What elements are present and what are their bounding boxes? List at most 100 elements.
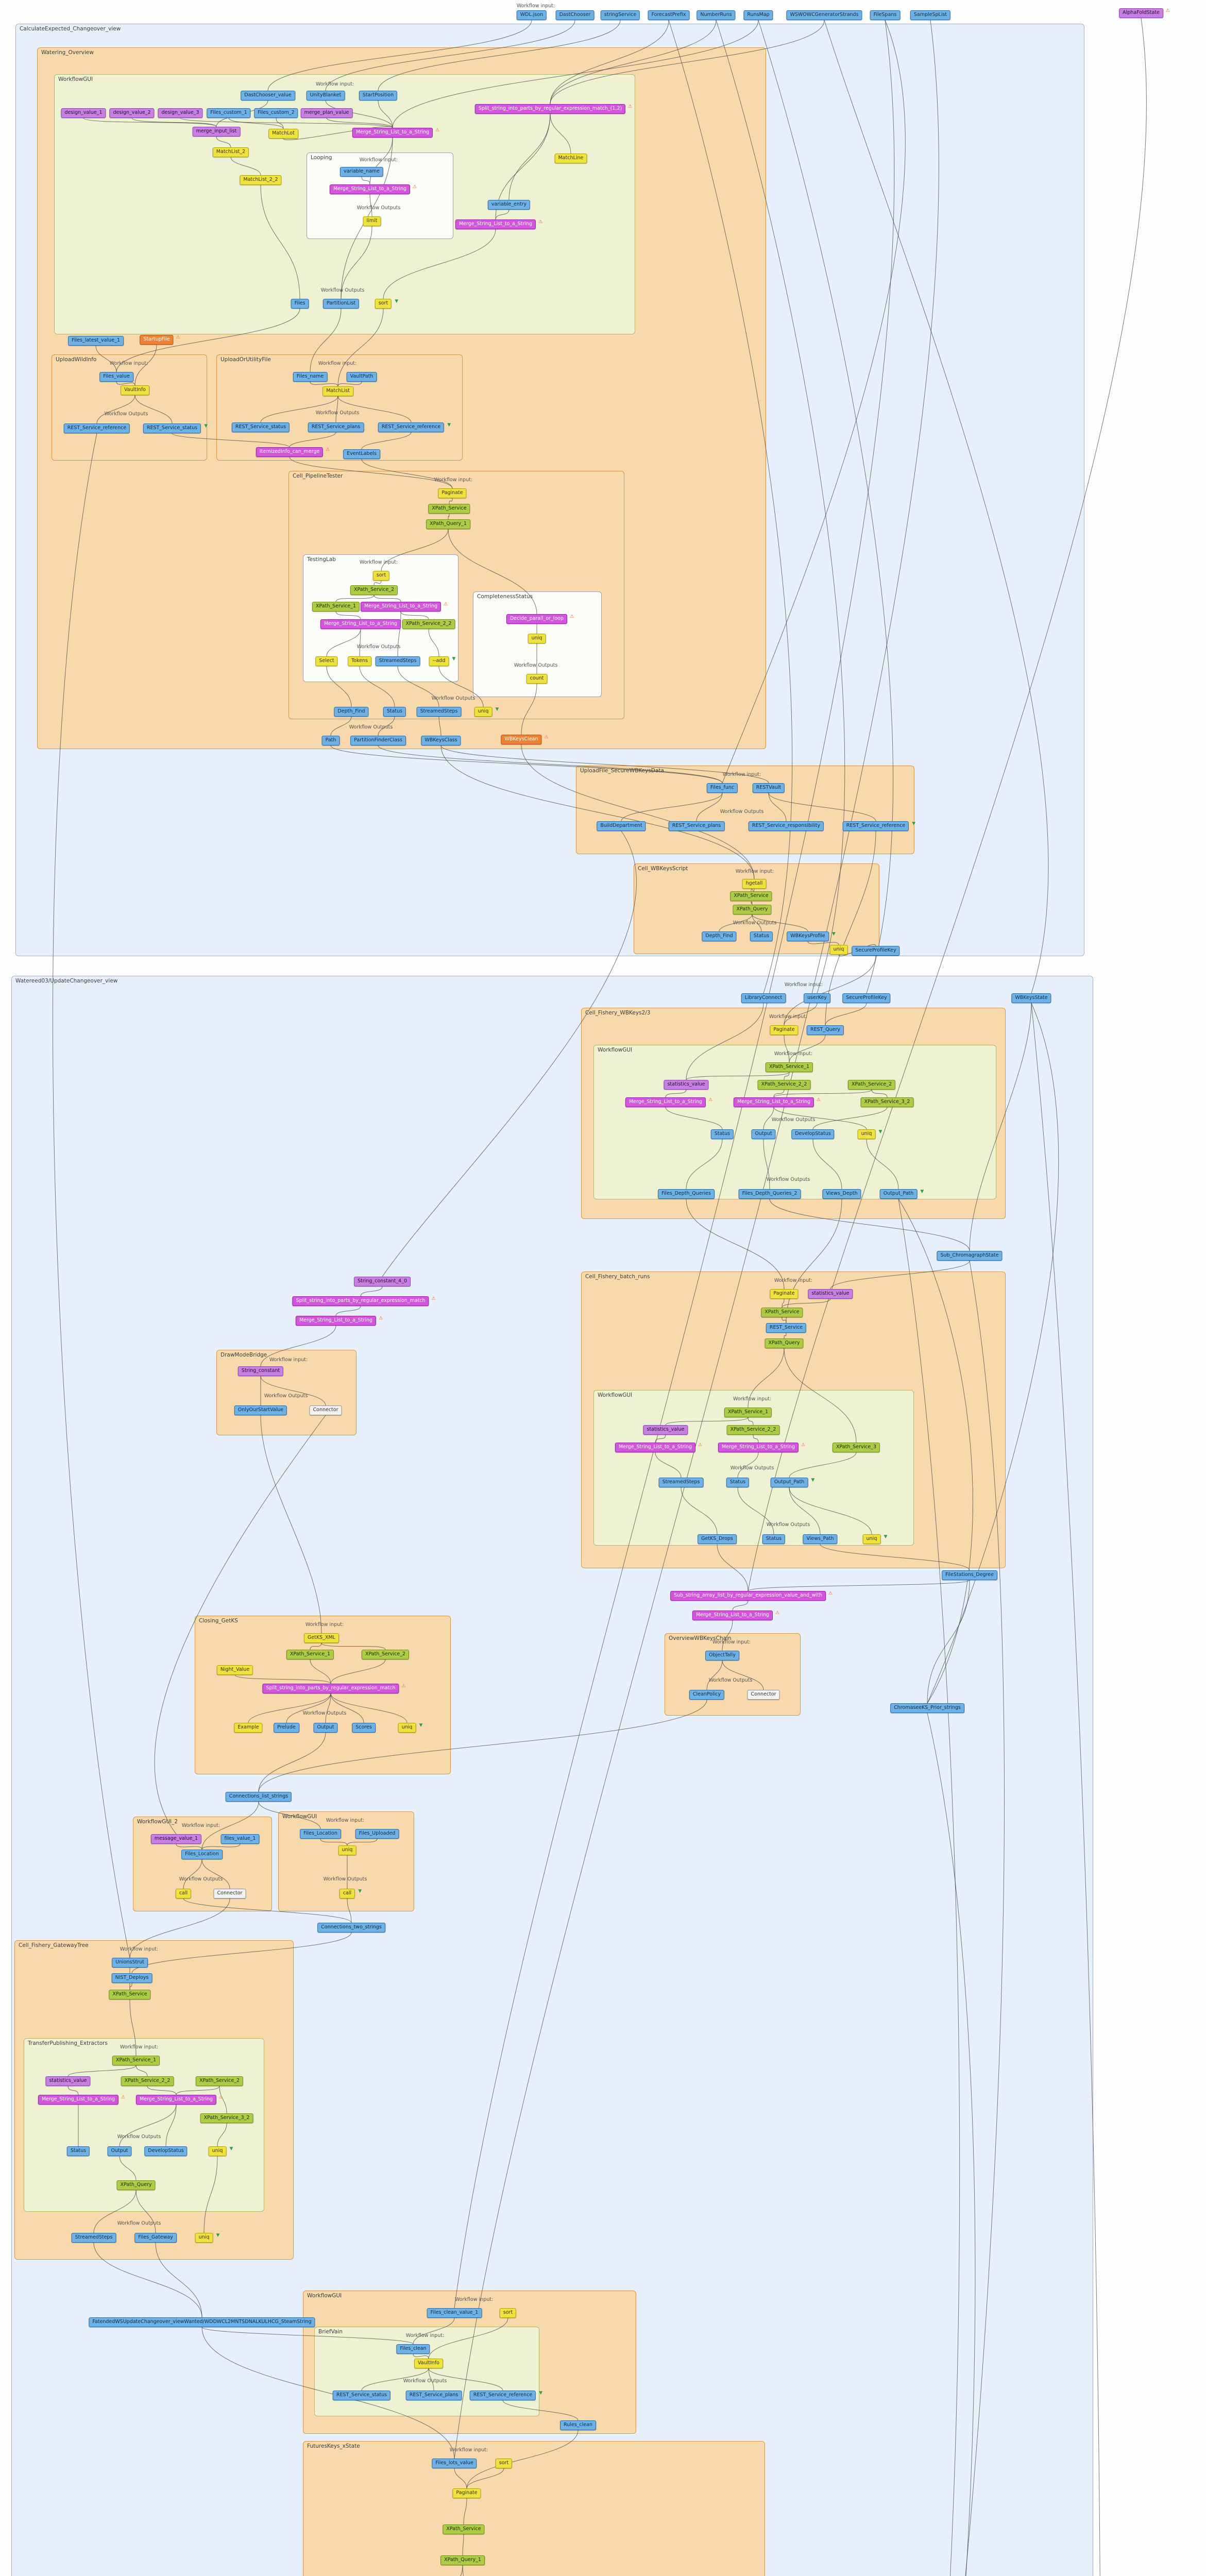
node-t10[interactable]: AlphaFoldState⚠ bbox=[1119, 8, 1170, 18]
node-b94[interactable]: Files_clean_value_1 bbox=[427, 2308, 482, 2318]
node-b77[interactable]: XPath_Service bbox=[109, 1990, 151, 1999]
node-b64[interactable]: Connections_list_strings bbox=[225, 1792, 292, 1802]
node-b59[interactable]: Example bbox=[234, 1723, 263, 1733]
node-b56[interactable]: XPath_Service_1 bbox=[286, 1650, 334, 1659]
node-b47[interactable]: Connector bbox=[309, 1405, 342, 1415]
node-b82[interactable]: Merge_String_List_to_a_String⚠ bbox=[38, 2095, 125, 2105]
node-a75[interactable]: uniq bbox=[829, 945, 848, 955]
node-a29[interactable]: REST_Service_reference bbox=[63, 423, 130, 433]
node-t5[interactable]: NumberRuns bbox=[697, 10, 736, 20]
node-a53[interactable]: uniq bbox=[528, 634, 546, 643]
node-b36[interactable]: Output_Path▼ bbox=[770, 1478, 814, 1487]
node-b22[interactable]: Sub_ChromagraphState bbox=[937, 1251, 1003, 1261]
node-a24[interactable]: sort▼ bbox=[375, 299, 398, 309]
node-b78[interactable]: XPath_Service_1 bbox=[112, 2056, 160, 2065]
node-b50[interactable]: ObjectTally bbox=[705, 1651, 739, 1660]
node-a13[interactable]: Merge_String_List_to_a_String⚠ bbox=[352, 128, 439, 138]
node-b9[interactable]: XPath_Service_2_2 bbox=[757, 1080, 811, 1090]
node-b101[interactable]: Rules_clean bbox=[560, 2420, 596, 2430]
node-b65[interactable]: message_value_1 bbox=[150, 1834, 202, 1844]
node-a27[interactable]: Files_value bbox=[99, 372, 133, 382]
node-b7[interactable]: XPath_Service_1 bbox=[765, 1062, 813, 1072]
node-b86[interactable]: Output bbox=[107, 2146, 132, 2156]
node-t7[interactable]: WSWOWCGeneratorStrands bbox=[786, 10, 862, 20]
node-a47[interactable]: XPath_Service_2_2 bbox=[402, 619, 455, 629]
node-b42[interactable]: String_constant_4_0 bbox=[354, 1277, 411, 1286]
node-a34[interactable]: REST_Service_status bbox=[231, 422, 290, 432]
node-a45[interactable]: Merge_String_List_to_a_String⚠ bbox=[360, 602, 448, 612]
node-b10[interactable]: XPath_Service_2 bbox=[847, 1080, 896, 1090]
node-b88[interactable]: uniq▼ bbox=[208, 2146, 233, 2156]
node-a6[interactable]: design_value_3 bbox=[158, 108, 203, 118]
node-b79[interactable]: statistics_value bbox=[45, 2076, 91, 2086]
node-t4[interactable]: ForecastPrefix bbox=[648, 10, 690, 20]
node-b100[interactable]: REST_Service_reference▼ bbox=[469, 2391, 542, 2400]
node-b55[interactable]: Night_Value bbox=[216, 1665, 253, 1675]
node-b49[interactable]: Merge_String_List_to_a_String⚠ bbox=[692, 1611, 779, 1620]
node-b16[interactable]: DevelopStatus bbox=[791, 1129, 835, 1139]
node-b34[interactable]: StreamedSteps bbox=[658, 1478, 704, 1487]
node-b6[interactable]: REST_Query bbox=[806, 1025, 844, 1035]
node-b13[interactable]: XPath_Service_3_2 bbox=[860, 1097, 914, 1107]
node-a54[interactable]: count bbox=[526, 674, 548, 684]
node-a26[interactable]: StartupFile⚠ bbox=[140, 335, 180, 345]
node-b17[interactable]: uniq▼ bbox=[857, 1129, 882, 1139]
node-b58[interactable]: Split_string_into_parts_by_regular_expre… bbox=[262, 1684, 406, 1693]
node-a28[interactable]: VaultInfo bbox=[121, 385, 149, 395]
node-a66[interactable]: REST_Service_plans bbox=[668, 821, 725, 831]
node-a23[interactable]: PartitionList bbox=[322, 299, 360, 309]
node-b15[interactable]: Output bbox=[751, 1129, 776, 1139]
node-b48[interactable]: Sub_string_array_list_by_regular_express… bbox=[670, 1591, 833, 1601]
node-a73[interactable]: Status bbox=[750, 931, 773, 941]
node-b80[interactable]: XPath_Service_2_2 bbox=[121, 2076, 174, 2086]
node-a56[interactable]: Status bbox=[383, 707, 406, 717]
node-a65[interactable]: BuildDepartment bbox=[597, 821, 646, 831]
node-b30[interactable]: XPath_Service_2_2 bbox=[726, 1425, 780, 1435]
node-a74[interactable]: WBKeysProfile▼ bbox=[787, 931, 836, 941]
node-t2[interactable]: DastChooser bbox=[555, 10, 594, 20]
node-a72[interactable]: Depth_Find bbox=[702, 931, 737, 941]
node-b73[interactable]: call▼ bbox=[339, 1889, 362, 1899]
node-b23[interactable]: Paginate bbox=[770, 1289, 799, 1299]
node-b76[interactable]: NIST_Deploys bbox=[111, 1973, 152, 1983]
node-b69[interactable]: Connector bbox=[213, 1889, 246, 1899]
node-b60[interactable]: Prelude bbox=[274, 1723, 299, 1733]
node-t6[interactable]: RunsMap bbox=[743, 10, 773, 20]
node-a39[interactable]: Paginate bbox=[438, 488, 467, 498]
node-b52[interactable]: Connector bbox=[747, 1690, 780, 1700]
node-a1[interactable]: DastChooser_value bbox=[241, 91, 295, 100]
node-a2[interactable]: UnityBlanket bbox=[306, 91, 345, 100]
node-a22[interactable]: Files bbox=[291, 299, 309, 309]
node-a40[interactable]: XPath_Service bbox=[428, 504, 470, 514]
node-a71[interactable]: XPath_Query bbox=[733, 905, 772, 914]
node-a8[interactable]: Files_custom_2 bbox=[254, 108, 298, 118]
node-a52[interactable]: Decide_parall_or_loop⚠ bbox=[506, 614, 574, 624]
node-a37[interactable]: ItemizedInfo_can_merge⚠ bbox=[256, 447, 330, 457]
node-b85[interactable]: Status bbox=[66, 2146, 90, 2156]
node-b106[interactable]: XPath_Query_1 bbox=[440, 2555, 485, 2565]
node-b61[interactable]: Output bbox=[313, 1723, 338, 1733]
node-b104[interactable]: Paginate bbox=[452, 2488, 481, 2498]
node-b81[interactable]: XPath_Service_2 bbox=[195, 2076, 244, 2086]
node-b54[interactable]: GetKS_XML bbox=[304, 1633, 339, 1643]
node-a14[interactable]: MatchList_2 bbox=[212, 147, 249, 157]
node-a43[interactable]: XPath_Service_2 bbox=[350, 585, 398, 595]
node-b4[interactable]: WBKeysState bbox=[1011, 993, 1051, 1003]
node-b72[interactable]: uniq bbox=[338, 1845, 356, 1855]
node-b41[interactable]: FileStations_Degree bbox=[942, 1570, 997, 1580]
node-a38[interactable]: EventLabels bbox=[343, 449, 380, 459]
node-b93[interactable]: FatendedWSUpdateChangeover_viewWanted/WD… bbox=[89, 2317, 315, 2327]
node-a4[interactable]: design_value_1 bbox=[61, 108, 106, 118]
node-a15[interactable]: MatchLine bbox=[554, 154, 587, 163]
node-a46[interactable]: Merge_String_List_to_a_String⚠ bbox=[320, 619, 407, 629]
node-a21[interactable]: Merge_String_List_to_a_String⚠ bbox=[455, 219, 542, 229]
node-b74[interactable]: Connections_two_strings bbox=[317, 1923, 385, 1933]
node-b5[interactable]: Paginate bbox=[770, 1025, 799, 1035]
node-b84[interactable]: XPath_Service_3_2 bbox=[200, 2113, 253, 2123]
node-a64[interactable]: RESTVault bbox=[752, 783, 785, 793]
node-b20[interactable]: Views_Depth bbox=[822, 1189, 861, 1199]
node-a3[interactable]: StartPosition bbox=[359, 91, 398, 100]
node-a10[interactable]: Split_string_into_parts_by_regular_expre… bbox=[474, 104, 632, 114]
node-a44[interactable]: XPath_Service_1 bbox=[312, 602, 360, 612]
node-b24[interactable]: statistics_value bbox=[808, 1289, 853, 1299]
